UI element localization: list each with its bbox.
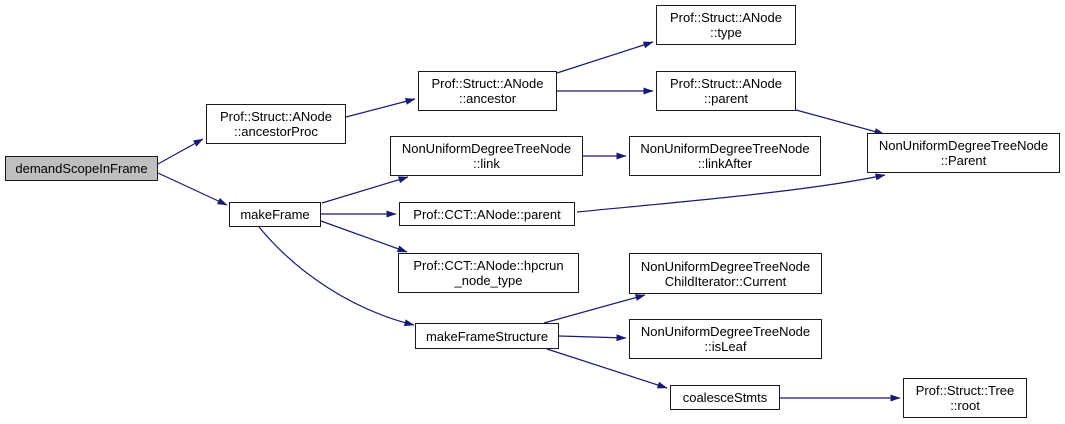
node-makeframe[interactable]: makeFrame xyxy=(229,202,321,227)
node-struct-anode-ancestor[interactable]: Prof::Struct::ANode ::ancestor xyxy=(418,71,557,111)
node-nudtn-parent[interactable]: NonUniformDegreeTreeNode ::Parent xyxy=(867,133,1060,173)
edge-makeframe-to-makeframestructure xyxy=(258,226,415,327)
edge-ancestor-to-type xyxy=(556,41,654,74)
node-cct-anode-parent[interactable]: Prof::CCT::ANode::parent xyxy=(399,202,575,226)
node-struct-anode-type[interactable]: Prof::Struct::ANode ::type xyxy=(656,5,796,45)
node-struct-anode-parent[interactable]: Prof::Struct::ANode ::parent xyxy=(656,71,796,111)
node-nudtn-childiterator-current[interactable]: NonUniformDegreeTreeNode ChildIterator::… xyxy=(629,253,822,294)
edge-makeframestructure-to-childiterator-current xyxy=(543,294,646,324)
node-struct-anode-ancestorproc[interactable]: Prof::Struct::ANode ::ancestorProc xyxy=(206,104,346,144)
edge-makeframestructure-to-isleaf xyxy=(558,334,627,342)
edge-makeframe-to-link xyxy=(321,176,409,204)
edge-parent-to-nudtn-parent xyxy=(795,109,885,135)
edge-demandscopeinframe-to-makeframe xyxy=(157,172,228,206)
node-nudtn-isleaf[interactable]: NonUniformDegreeTreeNode ::isLeaf xyxy=(629,319,822,359)
node-cct-anode-hpcrun-node-type[interactable]: Prof::CCT::ANode::hpcrun _node_type xyxy=(398,253,579,293)
edge-makeframestructure-to-coalescestmts xyxy=(546,348,668,389)
edge-makeframe-to-hpcrun-node-type xyxy=(320,220,408,253)
node-coalescestmts[interactable]: coalesceStmts xyxy=(670,385,780,410)
node-makeframestructure[interactable]: makeFrameStructure xyxy=(415,323,559,349)
edge-demandscopeinframe-to-ancestorproc xyxy=(157,138,204,165)
node-nudtn-link[interactable]: NonUniformDegreeTreeNode ::link xyxy=(390,136,583,176)
node-struct-tree-root[interactable]: Prof::Struct::Tree ::root xyxy=(903,378,1027,418)
edge-ancestorproc-to-ancestor xyxy=(345,98,416,118)
edge-cct-parent-to-nudtn-parent xyxy=(576,173,886,213)
node-demandscopeinframe[interactable]: demandScopeInFrame xyxy=(5,156,158,181)
node-nudtn-linkafter[interactable]: NonUniformDegreeTreeNode ::linkAfter xyxy=(629,136,821,176)
